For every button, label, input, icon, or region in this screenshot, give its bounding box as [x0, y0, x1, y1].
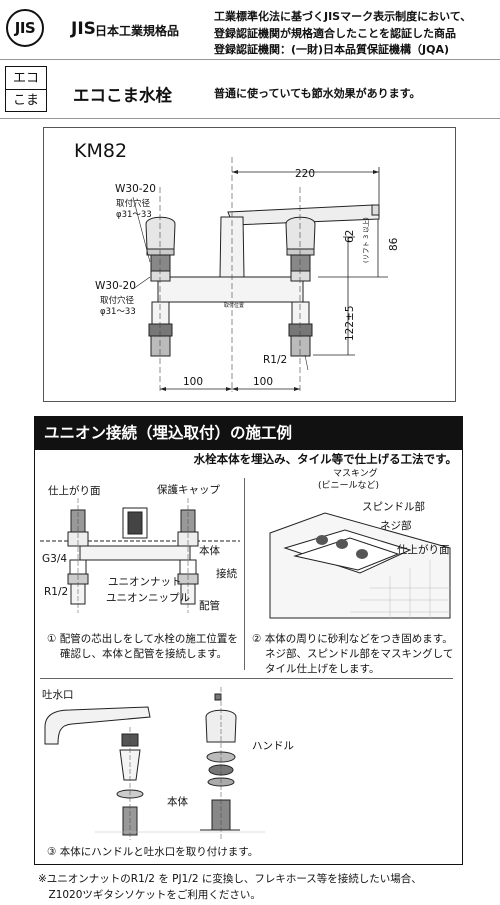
jis-label: JIS — [71, 19, 96, 39]
panel-divider-horizontal — [40, 678, 453, 679]
center-position-label: 取付位置 — [224, 303, 245, 309]
fig2-masking: マスキング (ビニールなど) — [318, 469, 380, 491]
fig1-connect: 接続 — [216, 568, 237, 580]
dim-122: 122±5 — [344, 305, 356, 341]
eco-label: エコこま水栓 — [73, 86, 172, 105]
dim-220: 220 — [295, 168, 316, 180]
dim-100-left: 100 — [183, 376, 204, 388]
fig2-spindle: スピンドル部 — [362, 501, 425, 513]
fig1-finish-surface: 仕上がり面 — [48, 485, 101, 497]
fig2-step: ② 本体の周りに砂利などをつき固めます。 ネジ部、スピンドル部をマスキングして … — [252, 633, 454, 675]
fig2-drawing — [269, 512, 451, 619]
fig1-body: 本体 — [199, 545, 220, 557]
fig3-step: ③ 本体にハンドルと吐水口を取り付けます。 — [47, 846, 259, 858]
fig1-cap: 保護キャップ — [157, 484, 220, 496]
fig1-r12: R1/2 — [44, 586, 69, 598]
dim-86: 86 — [388, 237, 400, 251]
fig2-screw: ネジ部 — [380, 520, 412, 532]
fig3-handle: ハンドル — [252, 740, 294, 752]
fig1-union-nipple: ユニオンニップル — [106, 592, 190, 604]
fig1-pipe: 配管 — [199, 600, 220, 612]
jis-sublabel: 日本工業規格品 — [95, 24, 180, 38]
dim-62-note: (リフト 3 以上) — [362, 217, 370, 263]
w-top-label: W30-20 — [115, 183, 156, 195]
model-number: KM82 — [74, 140, 128, 162]
fig1-union-nut: ユニオンナット — [108, 576, 182, 588]
dim-100-right: 100 — [253, 376, 274, 388]
fig1-step: ① 配管の芯出しをして水栓の施工位置を 確認し、本体と配管を接続します。 — [47, 633, 238, 660]
union-title: ユニオン接続（埋込取付）の施工例 — [34, 416, 463, 450]
footnote: ※ユニオンナットのR1/2 を PJ1/2 に変換し、フレキホース等を接続したい… — [38, 873, 422, 901]
panel-divider-vertical — [244, 478, 245, 670]
dim-62: 62 — [344, 229, 356, 243]
union-subtitle: 水栓本体を埋込み、タイル等で仕上げる工法です。 — [193, 452, 457, 466]
fig1-g34: G3/4 — [42, 553, 68, 565]
faucet-dimension-drawing — [132, 157, 388, 392]
jis-logo: JIS — [6, 9, 44, 47]
fig3-drawing — [44, 687, 265, 840]
fig2-finish-surface: 仕上がり面 — [397, 544, 450, 556]
fig3-body: 本体 — [167, 796, 188, 808]
eco-description: 普通に使っていても節水効果があります。 — [214, 87, 421, 100]
header-divider-2 — [0, 118, 500, 119]
fig3-spout: 吐水口 — [42, 689, 74, 701]
dimension-diagram-frame — [43, 127, 456, 402]
jis-description: 工業標準化法に基づくJISマーク表示制度において、 登録認証機関が規格適合したこ… — [214, 10, 472, 56]
eco-logo: エコ こま — [5, 66, 47, 112]
fig1-drawing — [40, 498, 240, 613]
w-bottom-label: W30-20 — [95, 280, 136, 292]
header-divider — [0, 59, 500, 60]
r12-label: R1/2 — [263, 354, 288, 366]
